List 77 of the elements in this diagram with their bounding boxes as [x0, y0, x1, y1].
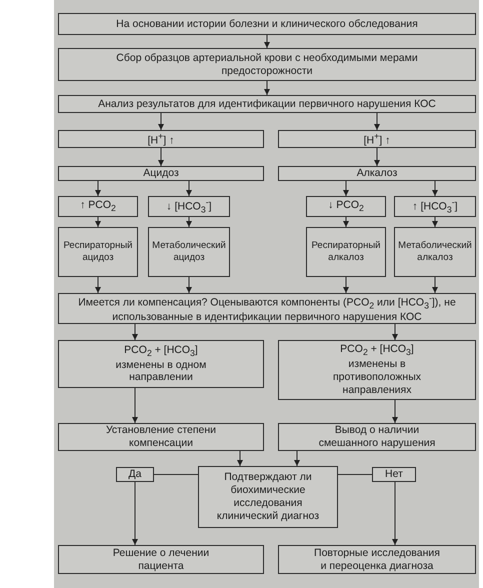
step-text: ↑ PCO$_{2}$ [80, 199, 116, 214]
step-text: Имеется ли компенсация? Оценываются компоненты (PCO$_{2}$ или [HCO$_{3}$$^{-}$]), не использованные в идентификации первичного нарушения КОС [77, 292, 457, 324]
step-text: ↓ PCO$_{2}$ [328, 199, 364, 214]
question-text: Подтверждают ли биохимические исследования клинический диагноз [216, 471, 320, 523]
arrow [237, 450, 243, 466]
arrow [186, 180, 192, 196]
step-text: Решение о лечении пациента [112, 546, 210, 572]
process-box [58, 196, 138, 217]
arrow [432, 216, 438, 228]
arrow [186, 276, 192, 294]
answer-text: Нет [385, 468, 403, 481]
process-box [278, 166, 476, 181]
arrow [132, 482, 138, 546]
arrow [264, 34, 270, 48]
process-box [58, 227, 138, 277]
step-text: Сбор образцов артериальной крови с необходимыми мерами предосторожности [115, 52, 419, 78]
process-box [58, 48, 476, 81]
arrow [343, 216, 349, 228]
step-text: ↓ [HCO$_{3}$$^{-}$] [166, 197, 212, 216]
process-box [278, 340, 476, 400]
arrow [432, 276, 438, 294]
arrow [374, 148, 380, 166]
arrow [132, 324, 138, 340]
answer-text: Да [128, 468, 142, 481]
arrow [392, 324, 398, 340]
answer-tag [116, 467, 154, 482]
arrow [432, 180, 438, 196]
process-box [306, 196, 386, 217]
process-box [278, 130, 476, 148]
step-text: PCO$_{2}$ + [HCO$_{3}$] изменены в одном направлении [114, 344, 208, 384]
step-text: Метаболический ацидоз [151, 240, 227, 264]
step-text: Метаболический алкалоз [397, 240, 473, 264]
step-text: Респираторный алкалоз [310, 240, 382, 264]
arrow [374, 112, 380, 130]
process-box [306, 227, 386, 277]
arrow [392, 400, 398, 424]
arrow [95, 216, 101, 228]
arrow [343, 276, 349, 294]
process-box [58, 130, 264, 148]
step-text: Респираторный ацидоз [62, 240, 134, 264]
step-text: Вывод о наличии смешанного нарушения [318, 424, 436, 450]
connector-line [154, 474, 198, 475]
arrow [264, 80, 270, 96]
step-text: ↑ [HCO$_{3}$$^{-}$] [412, 197, 458, 216]
process-box [58, 95, 476, 113]
answer-tag [372, 467, 416, 482]
process-box [394, 227, 476, 277]
step-text: PCO$_{2}$ + [HCO$_{3}$] изменены в противоположных направлениях [332, 343, 422, 397]
process-box [148, 227, 230, 277]
process-box [148, 196, 230, 217]
step-text: Алкалоз [356, 167, 398, 180]
step-text: [H$^{+}$] ↑ [364, 130, 390, 148]
arrow [158, 112, 164, 130]
step-text: Повторные исследования и переоценка диагноза [313, 546, 441, 572]
process-box [58, 13, 476, 35]
process-box [278, 423, 476, 451]
arrow [95, 180, 101, 196]
step-text: [H$^{+}$] ↑ [148, 130, 174, 148]
step-text: Ацидоз [143, 167, 179, 180]
arrow [132, 388, 138, 424]
arrow [343, 180, 349, 196]
step-text: Установление степени компенсации [104, 424, 218, 450]
process-box [278, 545, 476, 574]
step-text: На основании истории болезни и клинического обследования [116, 18, 418, 30]
process-box [58, 340, 264, 388]
process-box [58, 423, 264, 451]
arrow [392, 482, 398, 546]
arrow [186, 216, 192, 228]
process-box [394, 196, 476, 217]
arrow [95, 276, 101, 294]
process-box [58, 166, 264, 181]
step-text: Анализ результатов для идентификации первичного нарушения КОС [98, 98, 436, 110]
process-box [58, 545, 264, 574]
connector-line [338, 474, 372, 475]
arrow [294, 450, 300, 466]
decision-box [198, 466, 338, 528]
arrow [158, 148, 164, 166]
